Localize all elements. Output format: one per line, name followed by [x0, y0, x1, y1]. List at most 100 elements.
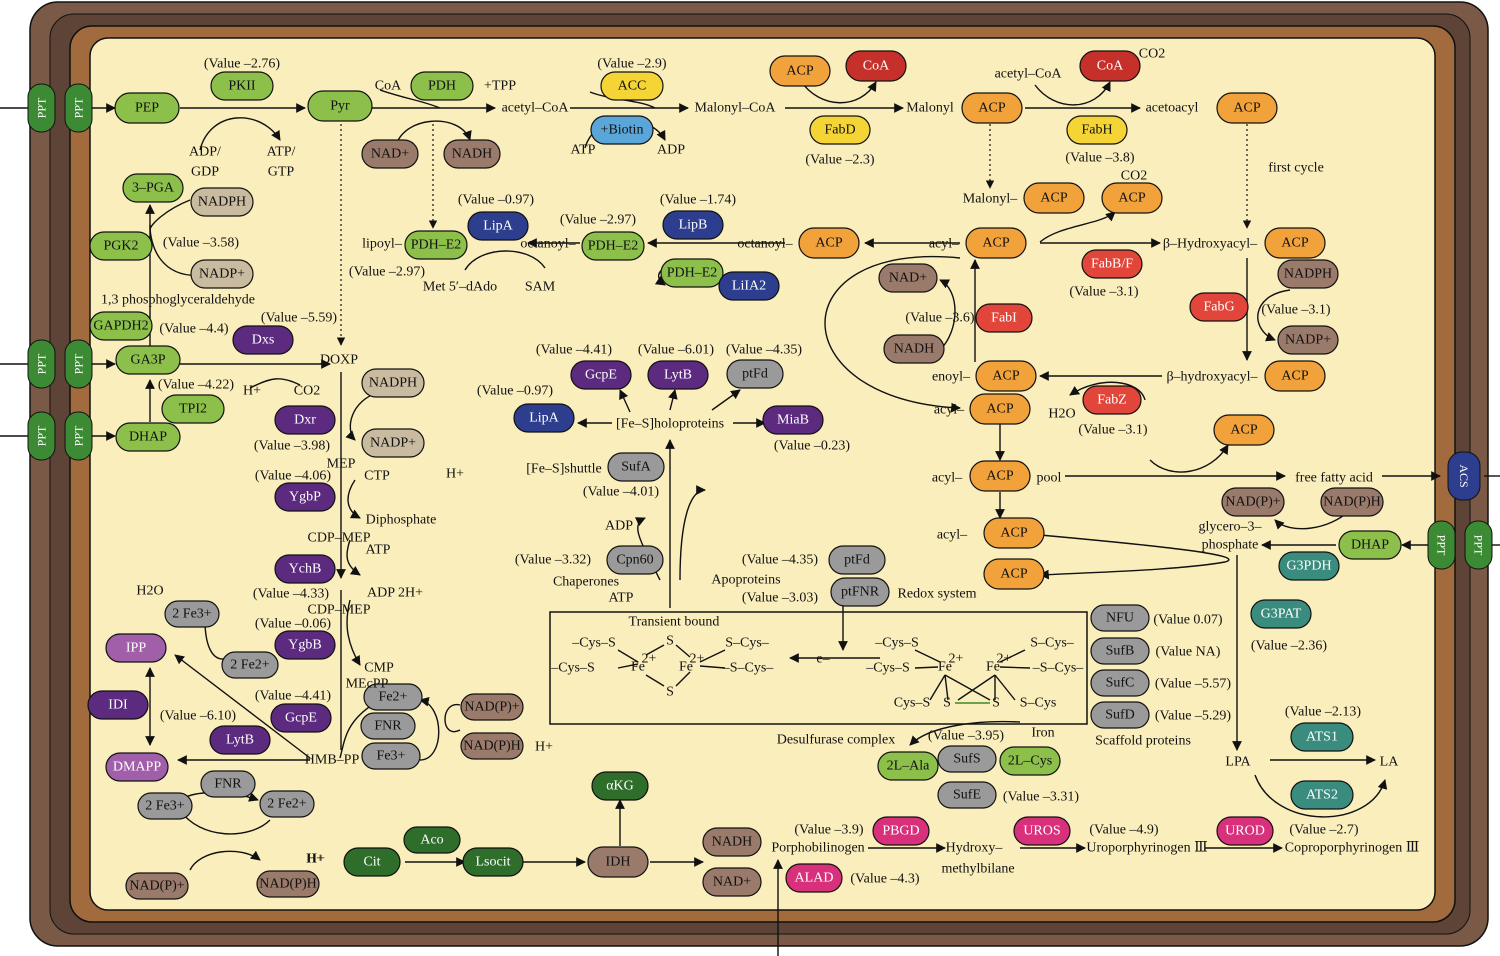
- svg-text:PPT: PPT: [35, 97, 49, 118]
- node-shape: [105, 633, 167, 663]
- label-v433: (Value –4.33): [253, 587, 330, 602]
- node-acp: ACP: [975, 360, 1037, 392]
- label-sup2: 2+: [997, 652, 1012, 667]
- node-pga3: 3–PGA: [122, 173, 184, 203]
- node-nadpp_x: NAD(P)+: [1221, 487, 1285, 517]
- node-sufd: SufD: [1090, 701, 1150, 729]
- node-shape: [587, 846, 649, 878]
- node-label: LipB: [679, 218, 708, 233]
- node-pgk2: PGK2: [89, 231, 153, 261]
- node-ygbp: YgbP: [274, 482, 336, 512]
- node-label: Cpn60: [616, 553, 653, 568]
- label-uropor: Uroporphyrinogen Ⅲ: [1086, 841, 1207, 856]
- node-label: Dxr: [294, 413, 316, 428]
- label-s_cys1: S–Cys–: [725, 636, 770, 651]
- node-pbgd: PBGD: [872, 816, 930, 846]
- node-coa: CoA: [1079, 50, 1141, 82]
- label-malonyl2: Malonyl–: [963, 192, 1018, 207]
- label-diphos: Diphosphate: [366, 513, 437, 528]
- node-ptfd: ptFd: [828, 545, 886, 575]
- svg-text:PPT: PPT: [35, 425, 49, 446]
- label-adp2h: ADP 2H+: [367, 586, 423, 601]
- label-cmp: CMP: [364, 661, 394, 676]
- label-hmb_pp: HMB–PP: [305, 753, 360, 768]
- node-gcpe: GcpE: [570, 360, 632, 390]
- node-label: G3PAT: [1261, 607, 1302, 622]
- node-nadph_x: NAD(P)H: [1320, 487, 1384, 517]
- node-shape: [403, 826, 461, 854]
- node-pdh_e2: PDH–E2: [581, 231, 645, 261]
- node-ygbb: YgbB: [274, 630, 336, 660]
- label-co2: CO2: [1139, 47, 1165, 62]
- node-shape: [1277, 259, 1339, 289]
- node-fabz: FabZ: [1082, 385, 1142, 415]
- node-shape: [1023, 182, 1085, 214]
- node-shape: [274, 405, 336, 435]
- label-atp3: ATP: [609, 591, 634, 606]
- node-label: NAD(P)H: [463, 739, 521, 754]
- node-coa: CoA: [845, 50, 907, 82]
- fes-bonds: [617, 644, 1031, 704]
- node-shape: [969, 393, 1031, 425]
- node-label: PBGD: [882, 824, 919, 839]
- node-shape: [190, 187, 254, 217]
- node-nadph_x: NAD(P)H: [460, 732, 524, 760]
- label-co2: CO2: [1121, 169, 1147, 184]
- node-fabbf: FabB/F: [1081, 249, 1143, 279]
- node-shape: [969, 460, 1031, 492]
- node-shape: [702, 867, 762, 897]
- label-acyl3: acyl–: [932, 471, 963, 486]
- label-v441: (Value –4.41): [536, 343, 613, 358]
- label-acetyl_coa: acetyl–CoA: [502, 101, 570, 116]
- node-label: IDH: [606, 855, 631, 870]
- node-shape: [274, 630, 336, 660]
- label-ctp: CTP: [364, 469, 390, 484]
- label-s_mid2: S: [992, 696, 1000, 711]
- node-shape: [1082, 385, 1142, 415]
- label-la: LA: [1380, 755, 1400, 770]
- label-v36: (Value –3.6): [905, 311, 975, 326]
- node-shape: [270, 703, 332, 733]
- node-shape: [1216, 816, 1274, 846]
- node-label: FabG: [1203, 300, 1234, 315]
- node-label: 2 Fe2+: [230, 658, 270, 673]
- label-v435b: (Value –4.35): [742, 553, 819, 568]
- node-lipb: LipB: [662, 210, 724, 240]
- label-v31c: (Value –3.1): [1078, 423, 1148, 438]
- node-label: ACP: [986, 469, 1013, 484]
- node-label: GcpE: [285, 711, 317, 726]
- node-label: NADH: [894, 342, 934, 357]
- label-v174: (Value –1.74): [660, 193, 737, 208]
- label-v31b: (Value –3.1): [1261, 303, 1331, 318]
- node-shape: [883, 334, 945, 364]
- label-cys_s1: –Cys–S: [571, 636, 616, 651]
- node-shape: [606, 545, 664, 575]
- node-shape: [1090, 701, 1150, 729]
- node-label: G3PDH: [1286, 559, 1331, 574]
- node-label: GcpE: [585, 368, 617, 383]
- node-shape: [809, 115, 871, 145]
- label-v27: (Value –2.7): [1289, 823, 1359, 838]
- label-acyl4: acyl–: [937, 528, 968, 543]
- node-shape: [1277, 325, 1339, 355]
- label-lipoyl: lipoyl–: [362, 237, 403, 252]
- node-label: 2L–Ala: [887, 759, 931, 774]
- node-acp: ACP: [965, 227, 1027, 259]
- node-shape: [259, 790, 315, 818]
- label-v276: (Value –2.76): [204, 57, 281, 72]
- node-nadph: NADPH: [361, 368, 425, 398]
- node-nadph: NADPH: [190, 187, 254, 217]
- node-label: Cit: [363, 855, 380, 870]
- node-shape: [190, 259, 254, 289]
- node-label: Fe3+: [377, 749, 406, 764]
- label-v31a: (Value –3.1): [1069, 285, 1139, 300]
- node-label: DMAPP: [113, 760, 161, 775]
- label-atp: ATP: [571, 143, 596, 158]
- node-label: YchB: [289, 562, 322, 577]
- label-acetoacyl: acetoacyl: [1146, 101, 1199, 116]
- node-tpi2: TPI2: [161, 394, 225, 424]
- label-vna: (Value NA): [1156, 645, 1221, 660]
- node-ptfd: ptFd: [726, 359, 784, 389]
- node-shape: [718, 271, 780, 301]
